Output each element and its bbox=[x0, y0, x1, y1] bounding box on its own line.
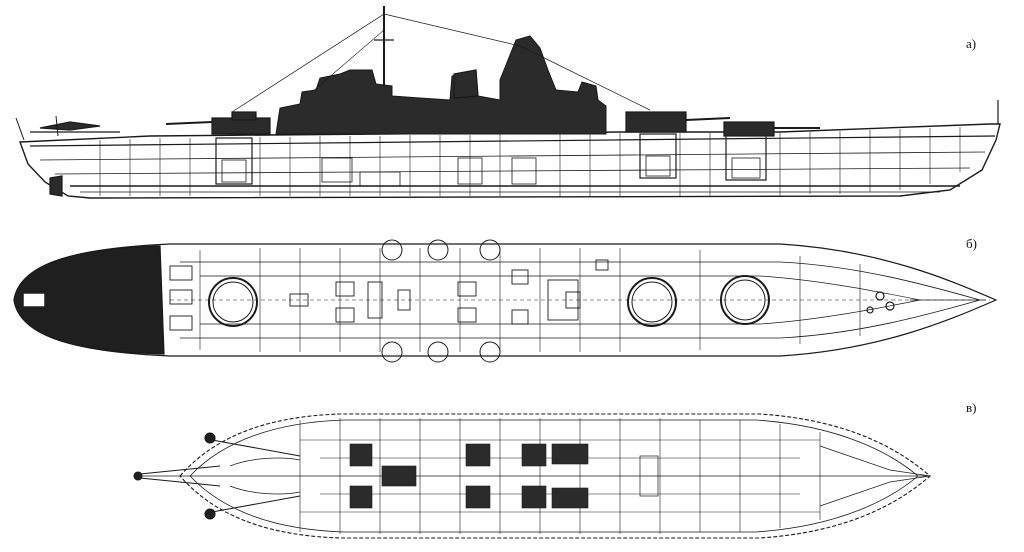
view-label-side: а) bbox=[966, 36, 977, 51]
deck-frames bbox=[199, 248, 861, 352]
turret-ring-4 bbox=[720, 275, 770, 325]
main-deck-line bbox=[29, 135, 996, 147]
turret-ring-3 bbox=[627, 277, 677, 327]
propeller-shafts bbox=[139, 439, 301, 513]
rigging-fore bbox=[231, 13, 385, 113]
side-profile-view bbox=[15, 6, 1001, 199]
superstructure bbox=[275, 35, 607, 135]
machinery-blocks bbox=[349, 443, 589, 509]
deck-hatches bbox=[289, 259, 609, 325]
funnel bbox=[453, 69, 479, 99]
hull-outline bbox=[19, 123, 1001, 199]
rigging-aft bbox=[383, 13, 521, 47]
view-label-deck: б) bbox=[966, 236, 977, 251]
secondary-mounts bbox=[381, 239, 501, 363]
turret-3 bbox=[625, 111, 687, 133]
barbette-3 bbox=[639, 133, 677, 179]
view-label-bottom: в) bbox=[966, 400, 977, 415]
barbette-1 bbox=[215, 137, 253, 185]
aircraft bbox=[39, 121, 101, 131]
hull-bottom-view bbox=[133, 413, 931, 539]
turret-ring-1 bbox=[208, 277, 258, 327]
stern-quarterdeck bbox=[13, 245, 165, 355]
deck-plan-view bbox=[13, 239, 998, 363]
propellers bbox=[133, 432, 216, 520]
bottom-frames bbox=[299, 418, 821, 534]
turret-4 bbox=[723, 121, 775, 137]
